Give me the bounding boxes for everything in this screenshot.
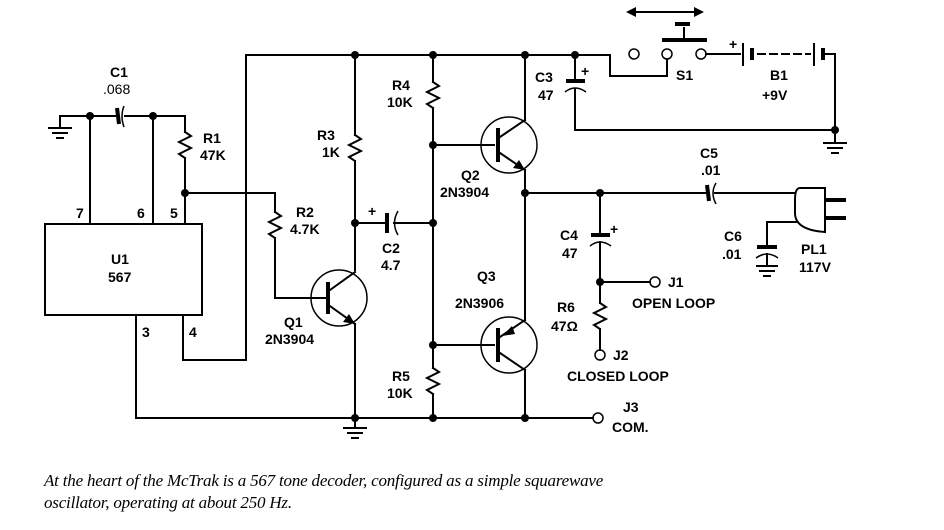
- wire-pin3-ground-bus: [135, 314, 526, 419]
- wire-q1-base: [274, 237, 313, 299]
- ground-symbol-c6: [756, 253, 778, 277]
- label-c5-ref: C5: [700, 145, 718, 161]
- resistor-r1: [176, 130, 194, 160]
- label-r3-ref: R3: [317, 127, 335, 143]
- label-q3-value: 2N3906: [455, 295, 504, 311]
- resistor-r4: [424, 80, 442, 110]
- label-r5-ref: R5: [392, 368, 410, 384]
- label-b1-plus: +: [729, 36, 737, 52]
- wire-ground-return: [574, 88, 836, 131]
- label-q3-ref: Q3: [477, 268, 496, 284]
- ic-u1: [44, 223, 203, 316]
- switch-s1[interactable]: [628, 22, 707, 60]
- label-pl1-value: 117V: [799, 259, 832, 275]
- label-j2-text: CLOSED LOOP: [567, 368, 669, 384]
- label-j1-text: OPEN LOOP: [632, 295, 715, 311]
- label-r4-value: 10K: [387, 94, 413, 110]
- capacitor-c1: [115, 105, 125, 128]
- ground-symbol-left: [48, 115, 72, 139]
- wire-s1: [574, 54, 668, 77]
- label-b1-ref: B1: [770, 67, 788, 83]
- label-r6-ref: R6: [557, 299, 575, 315]
- terminal-j2: [594, 349, 606, 361]
- label-q2-ref: Q2: [461, 167, 480, 183]
- label-c5-value: .01: [701, 162, 721, 178]
- label-s1-ref: S1: [676, 67, 693, 83]
- resistor-r2: [266, 210, 284, 240]
- label-b1-value: +9V: [762, 87, 788, 103]
- label-j3-ref: J3: [623, 399, 639, 415]
- label-pl1-ref: PL1: [801, 241, 827, 257]
- label-c4-ref: C4: [560, 227, 578, 243]
- label-q1-value: 2N3904: [265, 331, 314, 347]
- label-r2-value: 4.7K: [290, 221, 320, 237]
- battery-b1: [742, 43, 836, 131]
- schematic: C1 .068 R1 47K 7 6 5 3 4 U1 567 R2 4.7K …: [44, 7, 847, 439]
- caption-line-2: oscillator, operating at about 250 Hz.: [44, 493, 292, 512]
- label-r2-ref: R2: [296, 204, 314, 220]
- ground-symbol-bottom: [343, 417, 367, 439]
- label-u1-value: 567: [108, 269, 132, 285]
- label-c3-ref: C3: [535, 69, 553, 85]
- resistor-r5: [424, 366, 442, 396]
- wire-c6: [766, 221, 798, 245]
- label-c4-value: 47: [562, 245, 578, 261]
- wire-pin4-supply: [182, 54, 576, 361]
- slide-arrow-icon: [626, 7, 704, 17]
- resistor-r6: [591, 301, 609, 331]
- label-u1-pin6: 6: [137, 205, 145, 221]
- label-c6-value: .01: [722, 246, 742, 262]
- label-u1-pin5: 5: [170, 205, 178, 221]
- label-c1-ref: C1: [110, 64, 128, 80]
- label-c1-value: .068: [103, 81, 130, 97]
- terminal-j3: [592, 412, 604, 424]
- node: [429, 414, 437, 422]
- label-u1-pin3: 3: [142, 324, 150, 340]
- transistor-q2: [480, 116, 538, 174]
- label-c2-value: 4.7: [381, 257, 401, 273]
- label-r5-value: 10K: [387, 385, 413, 401]
- label-c6-ref: C6: [724, 228, 742, 244]
- label-c4-plus: +: [610, 221, 618, 237]
- label-u1-pin4: 4: [189, 324, 197, 340]
- resistor-r3: [346, 133, 364, 163]
- label-q2-value: 2N3904: [440, 184, 489, 200]
- label-c3-plus: +: [581, 63, 589, 79]
- label-r6-value: 47Ω: [551, 318, 578, 334]
- ground-symbol-right: [823, 129, 847, 154]
- label-r1-ref: R1: [203, 130, 221, 146]
- label-c2-plus: +: [368, 203, 376, 219]
- label-r3-value: 1K: [322, 144, 340, 160]
- figure-caption: At the heart of the McTrak is a 567 tone…: [44, 470, 864, 514]
- label-r4-ref: R4: [392, 77, 410, 93]
- plug-pl1: [794, 187, 846, 234]
- label-u1-pin7: 7: [76, 205, 84, 221]
- label-j2-ref: J2: [613, 347, 629, 363]
- label-j1-ref: J1: [668, 274, 684, 290]
- transistor-q1: [310, 269, 368, 327]
- label-c2-ref: C2: [382, 240, 400, 256]
- transistor-q3: [480, 316, 538, 374]
- terminal-j1: [649, 276, 661, 288]
- label-r1-value: 47K: [200, 147, 226, 163]
- label-q1-ref: Q1: [284, 314, 303, 330]
- wire-r2: [184, 192, 276, 213]
- capacitor-c5: [705, 182, 717, 205]
- caption-line-1: At the heart of the McTrak is a 567 tone…: [44, 471, 604, 490]
- label-u1-ref: U1: [111, 251, 129, 267]
- label-j3-text: COM.: [612, 419, 649, 435]
- label-c3-value: 47: [538, 87, 554, 103]
